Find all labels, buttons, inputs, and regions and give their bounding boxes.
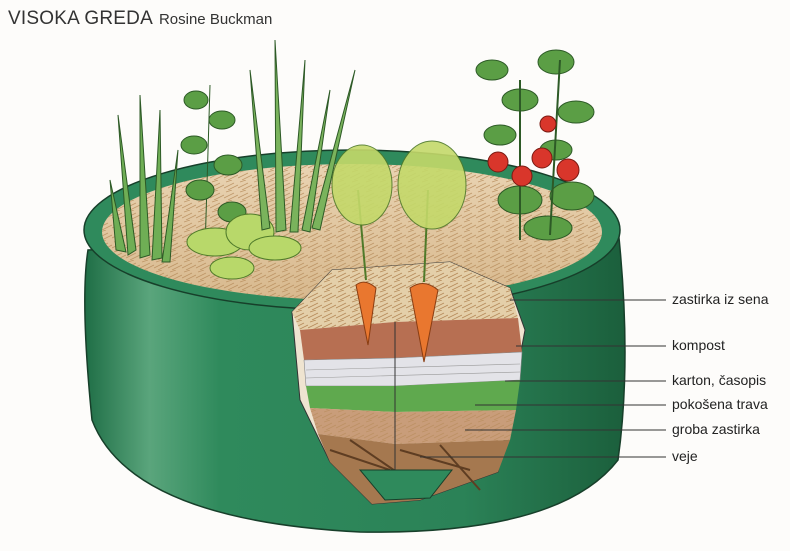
label-compost: kompost <box>672 338 725 352</box>
label-cardboard-newspaper: karton, časopis <box>672 373 766 387</box>
label-coarse-mulch: groba zastirka <box>672 422 760 436</box>
label-branches: veje <box>672 449 698 463</box>
label-hay-mulch: zastirka iz sena <box>672 292 768 306</box>
label-mowed-grass: pokošena trava <box>672 397 768 411</box>
